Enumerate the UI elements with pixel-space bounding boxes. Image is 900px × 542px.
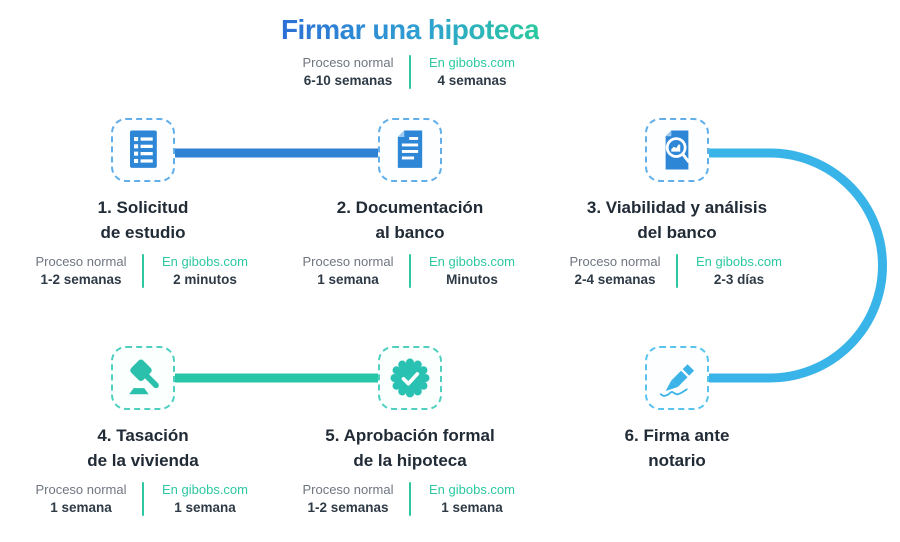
- step-icon-box: [645, 118, 709, 182]
- header-gibobs-value: 4 semanas: [437, 73, 507, 88]
- step-normal-label: Proceso normal: [302, 482, 394, 497]
- comparison-divider: [142, 482, 144, 516]
- step-gibobs-column: En gibobs.com 1 semana: [144, 482, 255, 516]
- step-gibobs-label: En gibobs.com: [429, 254, 515, 269]
- step-normal-value: 1 semana: [317, 272, 379, 287]
- step-normal-label: Proceso normal: [302, 254, 394, 269]
- step-comparison: Proceso normal 2-4 semanas En gibobs.com…: [547, 254, 807, 288]
- step-gibobs-value: 1 semana: [441, 500, 503, 515]
- step-normal-column: Proceso normal 1 semana: [31, 482, 142, 516]
- step-icon-box: [378, 118, 442, 182]
- approval-badge-icon: [390, 358, 430, 398]
- header-normal-value: 6-10 semanas: [303, 73, 393, 88]
- step-comparison: Proceso normal 1 semana En gibobs.com Mi…: [280, 254, 540, 288]
- step-icon-box: [645, 346, 709, 410]
- step-gibobs-value: 1 semana: [174, 500, 236, 515]
- header-comparison: Proceso normal 6-10 semanas En gibobs.co…: [0, 55, 820, 89]
- step-gibobs-column: En gibobs.com Minutos: [411, 254, 522, 288]
- header-normal-column: Proceso normal 6-10 semanas: [298, 55, 409, 89]
- step-gibobs-value: Minutos: [446, 272, 498, 287]
- step-normal-value: 1-2 semanas: [40, 272, 122, 287]
- step-normal-label: Proceso normal: [35, 254, 127, 269]
- header-normal-label: Proceso normal: [302, 55, 394, 70]
- step-normal-column: Proceso normal 1-2 semanas: [298, 482, 409, 516]
- step-comparison: Proceso normal 1 semana En gibobs.com 1 …: [13, 482, 273, 516]
- step-gibobs-column: En gibobs.com 2-3 días: [678, 254, 789, 288]
- step-normal-value: 1 semana: [50, 500, 112, 515]
- step-normal-column: Proceso normal 1 semana: [298, 254, 409, 288]
- step-icon-box: [378, 346, 442, 410]
- comparison-divider: [676, 254, 678, 288]
- step-gibobs-label: En gibobs.com: [162, 254, 248, 269]
- step-gibobs-column: En gibobs.com 1 semana: [411, 482, 522, 516]
- header: Firmar una hipoteca Proceso normal 6-10 …: [0, 0, 820, 89]
- step-gibobs-label: En gibobs.com: [696, 254, 782, 269]
- step-gibobs-value: 2 minutos: [173, 272, 237, 287]
- document-search-icon: [665, 130, 690, 170]
- step-icon-box: [111, 346, 175, 410]
- comparison-divider: [409, 55, 411, 89]
- list-document-icon: [130, 130, 157, 168]
- comparison-divider: [409, 482, 411, 516]
- step-normal-label: Proceso normal: [569, 254, 661, 269]
- step-normal-value: 2-4 semanas: [574, 272, 656, 287]
- step-normal-value: 1-2 semanas: [307, 500, 389, 515]
- comparison-divider: [142, 254, 144, 288]
- step-comparison: Proceso normal 1-2 semanas En gibobs.com…: [280, 482, 540, 516]
- comparison-divider: [409, 254, 411, 288]
- signature-pen-icon: [659, 364, 695, 397]
- step-normal-label: Proceso normal: [35, 482, 127, 497]
- step-normal-column: Proceso normal 1-2 semanas: [31, 254, 142, 288]
- header-gibobs-label: En gibobs.com: [429, 55, 515, 70]
- step-comparison: Proceso normal 1-2 semanas En gibobs.com…: [13, 254, 273, 288]
- step-gibobs-column: En gibobs.com 2 minutos: [144, 254, 255, 288]
- gavel-icon: [129, 359, 159, 395]
- step-gibobs-value: 2-3 días: [713, 272, 765, 287]
- document-icon: [397, 130, 423, 168]
- header-gibobs-column: En gibobs.com 4 semanas: [411, 55, 522, 89]
- step-normal-column: Proceso normal 2-4 semanas: [565, 254, 676, 288]
- step-gibobs-label: En gibobs.com: [429, 482, 515, 497]
- step-gibobs-label: En gibobs.com: [162, 482, 248, 497]
- page-title: Firmar una hipoteca: [280, 14, 540, 45]
- connector-curve-step3-step6: [709, 148, 887, 383]
- step-icon-box: [111, 118, 175, 182]
